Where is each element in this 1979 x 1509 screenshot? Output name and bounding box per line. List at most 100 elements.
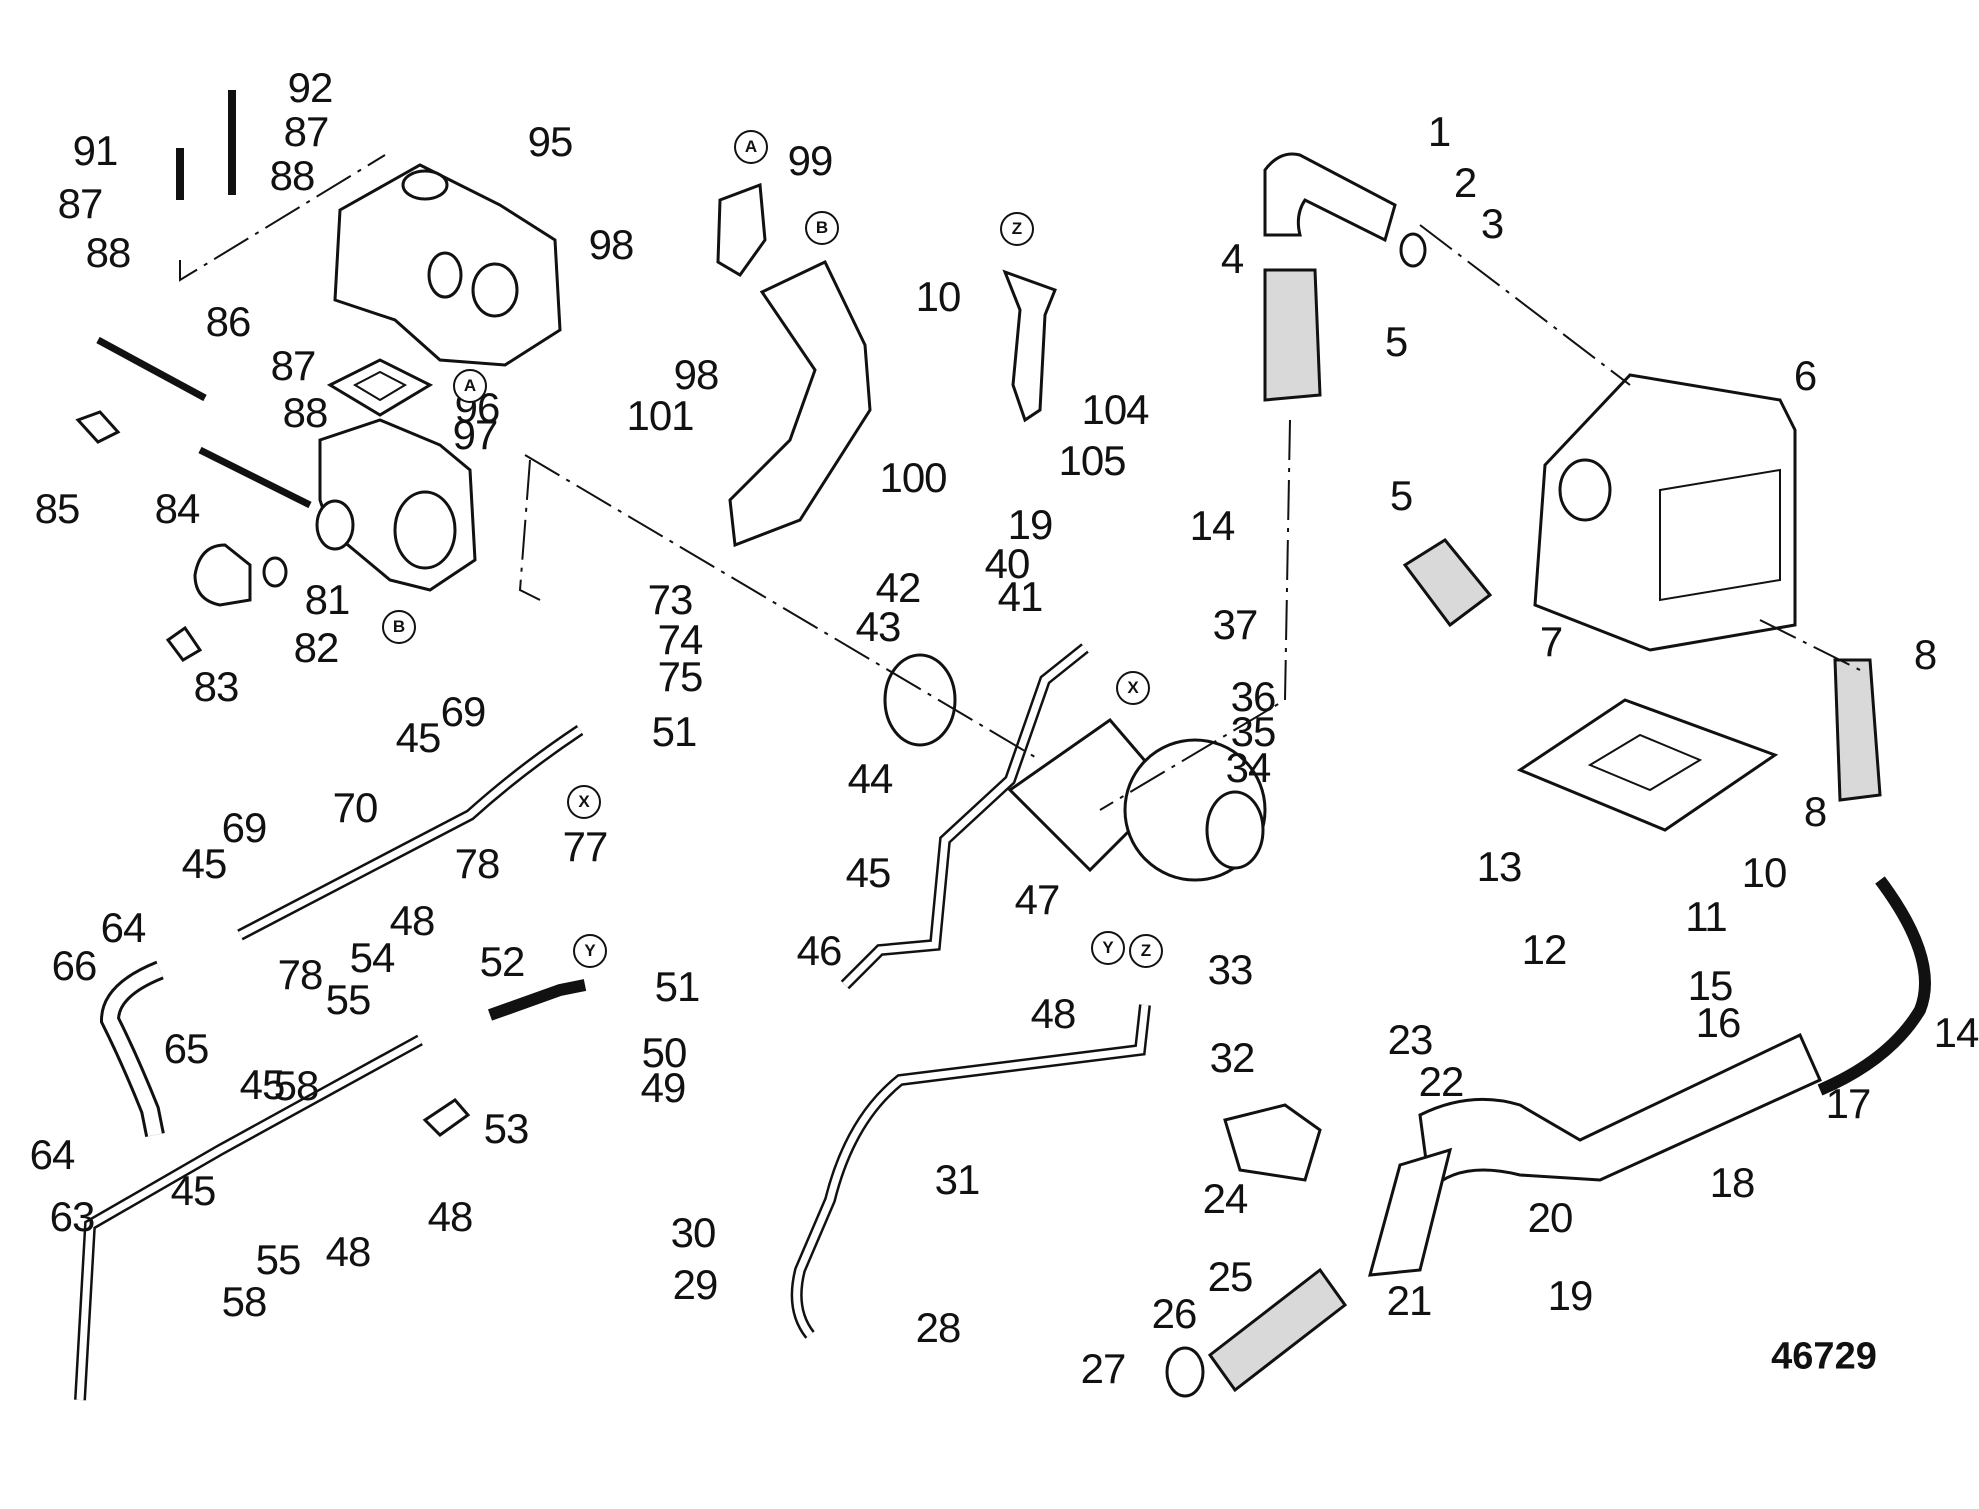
callout-43: 43 (855, 603, 902, 650)
part-86-bolt (96, 336, 207, 402)
reference-marker-a: A (453, 369, 487, 403)
callout-49: 49 (640, 1064, 687, 1111)
callout-41: 41 (997, 573, 1044, 620)
callout-2: 2 (1453, 159, 1477, 206)
callout-22: 22 (1418, 1058, 1465, 1105)
callout-31: 31 (934, 1156, 981, 1203)
callout-54: 54 (349, 934, 396, 981)
callout-53: 53 (483, 1105, 530, 1152)
callout-4: 4 (1220, 235, 1244, 282)
part-elbow-pipe-lower (1817, 876, 1931, 1096)
callout-88: 88 (85, 229, 132, 276)
callout-91: 91 (72, 127, 119, 174)
reference-marker-z: Z (1000, 212, 1034, 246)
callout-16: 16 (1695, 999, 1742, 1046)
callout-69: 69 (440, 688, 487, 735)
callout-92: 92 (287, 64, 334, 111)
callout-13: 13 (1476, 843, 1523, 890)
leader-intercooler (1419, 224, 1631, 386)
callout-48: 48 (427, 1193, 474, 1240)
callout-55: 55 (255, 1236, 302, 1283)
reference-marker-y: Y (573, 934, 607, 968)
callout-74: 74 (657, 616, 704, 663)
callout-70: 70 (332, 784, 379, 831)
part-82-fitting (193, 543, 252, 607)
callout-36: 36 (1230, 673, 1277, 720)
part-52-line (487, 979, 587, 1021)
callout-55: 55 (325, 976, 372, 1023)
callout-51: 51 (651, 708, 698, 755)
callout-83: 83 (193, 663, 240, 710)
callout-87: 87 (283, 108, 330, 155)
callout-6: 6 (1793, 352, 1817, 399)
callout-69: 69 (221, 804, 268, 851)
callout-45: 45 (845, 849, 892, 896)
callout-85: 85 (34, 485, 81, 532)
callout-51: 51 (654, 963, 701, 1010)
callout-8: 8 (1803, 788, 1827, 835)
callout-86: 86 (205, 298, 252, 345)
callout-24: 24 (1202, 1175, 1249, 1222)
callout-95: 95 (527, 118, 574, 165)
callout-1: 1 (1427, 108, 1451, 155)
callout-45: 45 (170, 1167, 217, 1214)
leader-95 (179, 154, 386, 282)
leader-hose-down (1099, 419, 1291, 811)
callout-66: 66 (51, 942, 98, 989)
callout-97: 97 (452, 411, 499, 458)
callout-5: 5 (1384, 318, 1408, 365)
part-13-plate (1516, 698, 1779, 832)
leader-intercooler-8 (1759, 619, 1861, 671)
callout-77: 77 (562, 823, 609, 870)
callout-87: 87 (270, 342, 317, 389)
callout-23: 23 (1387, 1016, 1434, 1063)
callout-19: 19 (1007, 501, 1054, 548)
callout-52: 52 (479, 938, 526, 985)
part-53-fitting (422, 1098, 471, 1137)
callout-98: 98 (588, 221, 635, 268)
callout-78: 78 (454, 840, 501, 887)
callout-64: 64 (29, 1131, 76, 1178)
callout-65: 65 (163, 1025, 210, 1072)
callout-3: 3 (1480, 200, 1504, 247)
callout-81: 81 (304, 576, 351, 623)
callout-35: 35 (1230, 708, 1277, 755)
part-18-pipe (1418, 1032, 1822, 1194)
callout-42: 42 (875, 564, 922, 611)
callout-21: 21 (1386, 1277, 1433, 1324)
reference-marker-x: X (567, 785, 601, 819)
callout-37: 37 (1212, 601, 1259, 648)
callout-98: 98 (673, 351, 720, 398)
part-7-hose (1402, 538, 1493, 628)
callout-45: 45 (181, 840, 228, 887)
callout-7: 7 (1539, 618, 1563, 665)
part-22-elbow (1367, 1147, 1453, 1277)
callout-5: 5 (1389, 472, 1413, 519)
callout-84: 84 (154, 485, 201, 532)
callout-78: 78 (277, 951, 324, 998)
callout-82: 82 (293, 624, 340, 671)
callout-10: 10 (915, 273, 962, 320)
callout-101: 101 (626, 392, 694, 439)
callout-10: 10 (1741, 849, 1788, 896)
callout-73: 73 (647, 576, 694, 623)
leader-97 (518, 459, 541, 601)
callout-11: 11 (1685, 893, 1728, 940)
callout-33: 33 (1207, 946, 1254, 993)
reference-marker-y: Y (1091, 931, 1125, 965)
callout-44: 44 (847, 755, 894, 802)
callout-104: 104 (1081, 386, 1149, 433)
callout-88: 88 (282, 389, 329, 436)
part-100-bracket (728, 260, 872, 548)
callout-32: 32 (1209, 1034, 1256, 1081)
callout-14: 14 (1189, 502, 1236, 549)
part-27-clamp (1165, 1346, 1205, 1398)
callout-12: 12 (1521, 926, 1568, 973)
callout-99: 99 (787, 137, 834, 184)
callout-64: 64 (100, 904, 147, 951)
callout-46: 46 (796, 927, 843, 974)
part-4-hose (1263, 268, 1322, 402)
callout-17: 17 (1825, 1080, 1872, 1127)
part-97-elbow (315, 418, 477, 592)
reference-marker-z: Z (1129, 934, 1163, 968)
